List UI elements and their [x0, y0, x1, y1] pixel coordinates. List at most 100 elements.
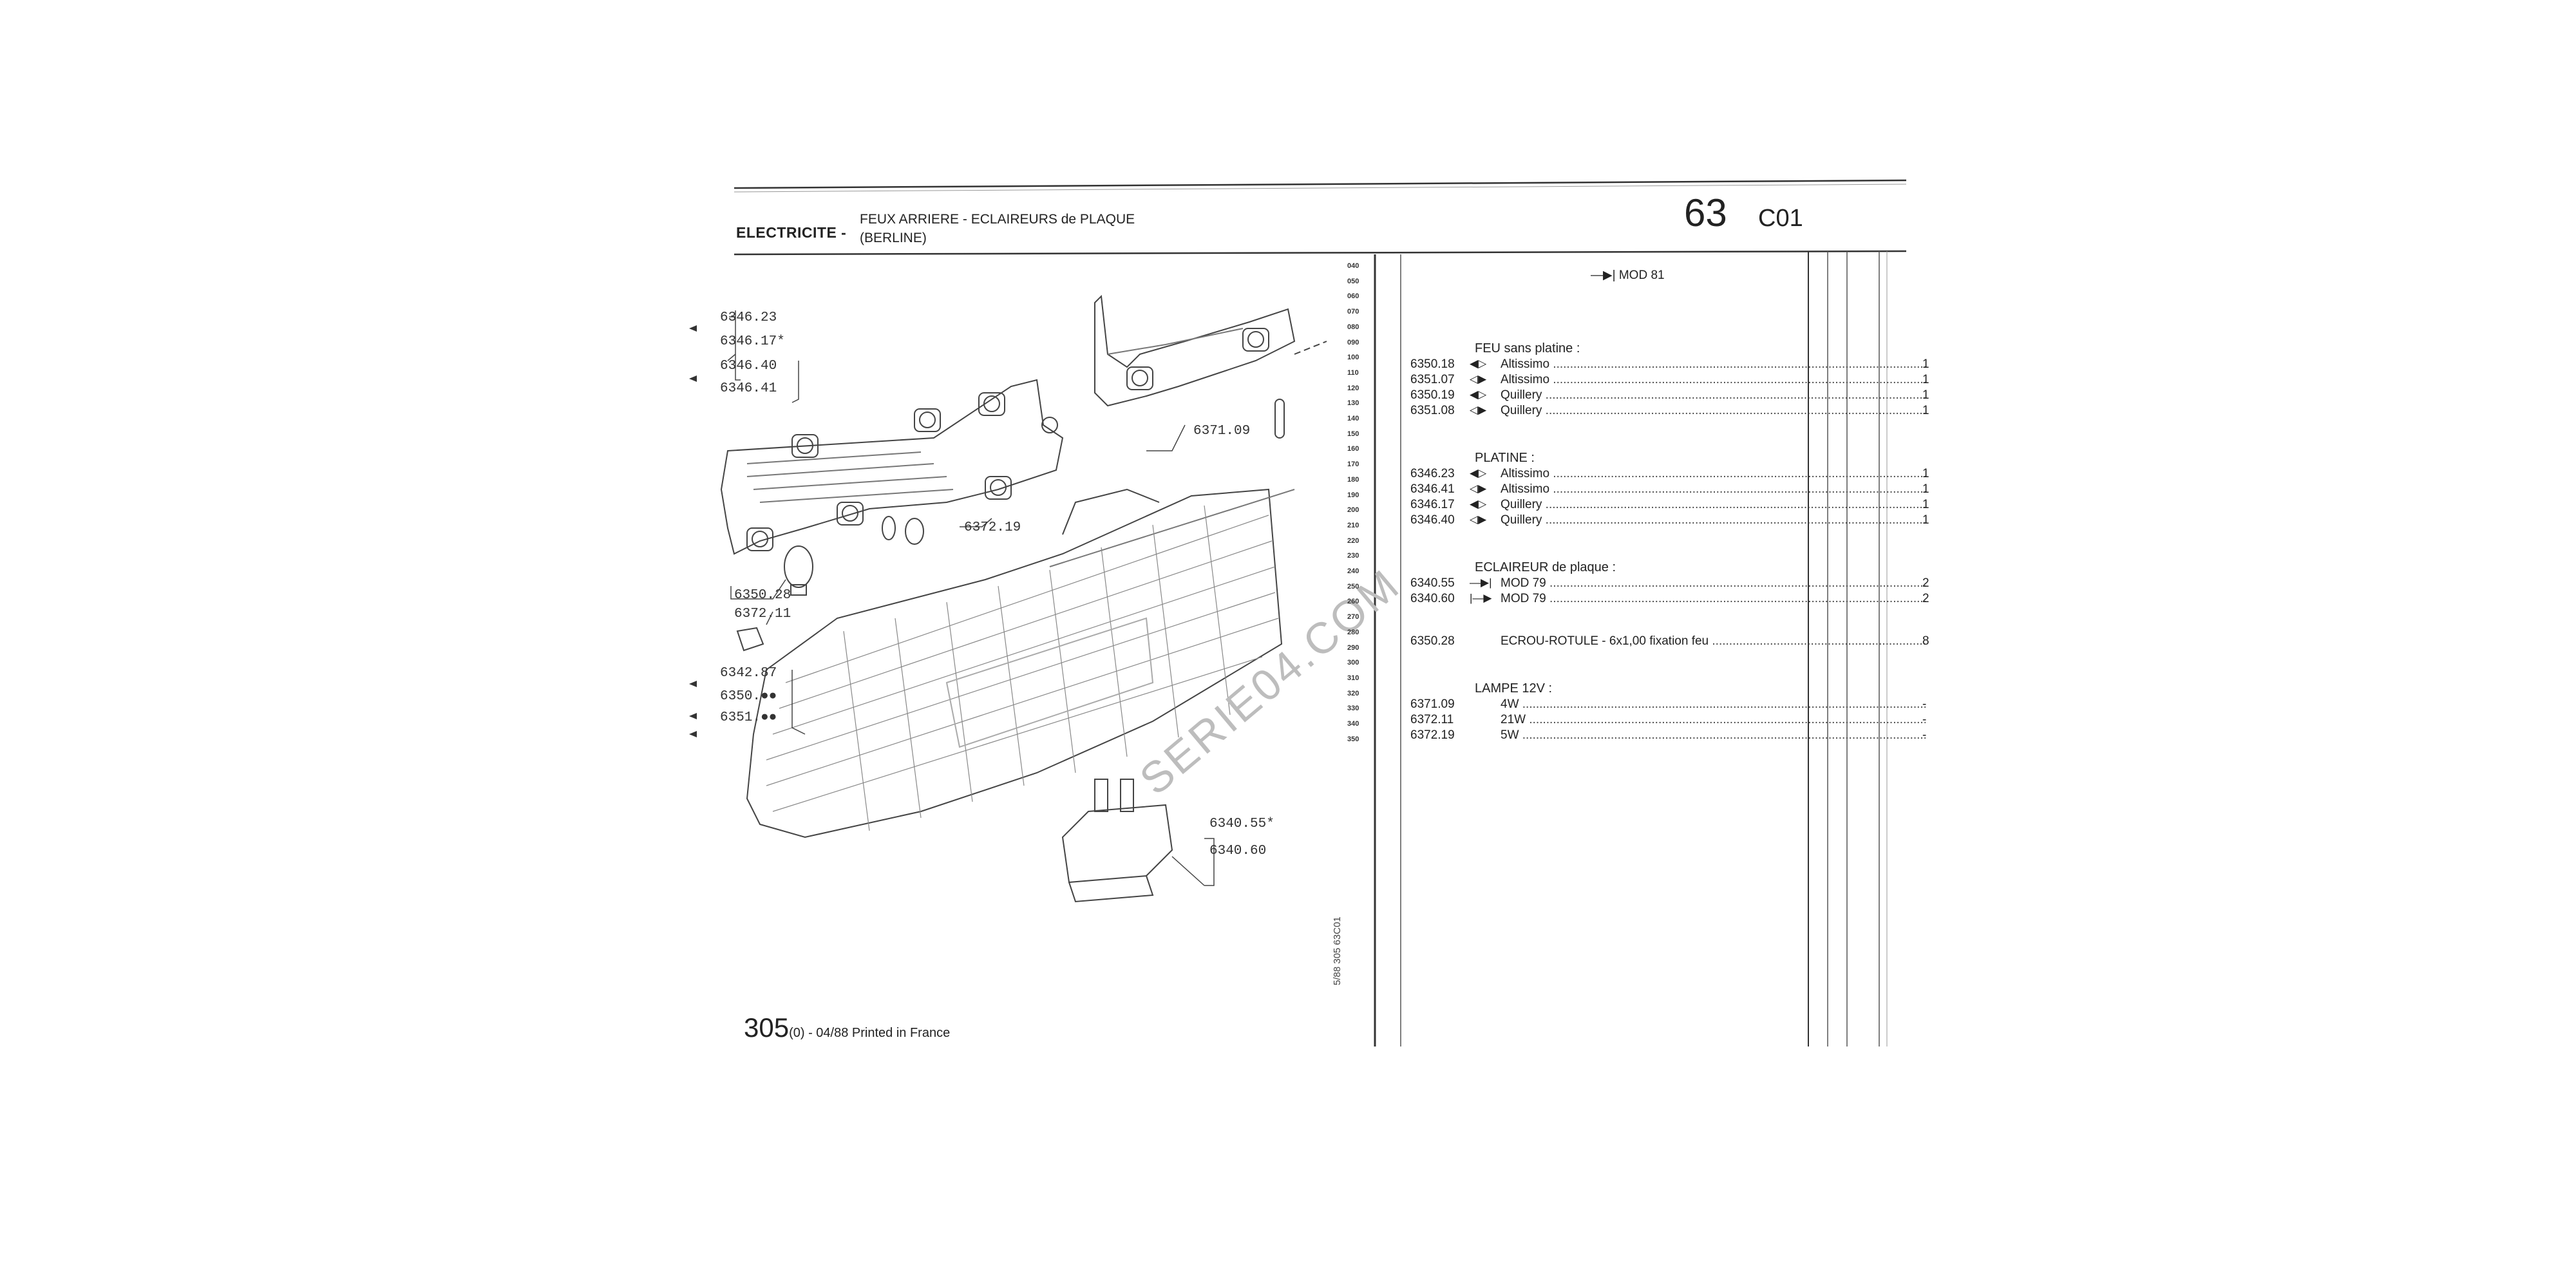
- row-ref: 6350.19: [1410, 388, 1455, 402]
- row-ref: 6350.18: [1410, 357, 1455, 371]
- row-ref: 6346.23: [1410, 467, 1455, 480]
- table-row: 6346.17◀▷Quillery1: [1410, 498, 1945, 513]
- row-qty: 1: [1922, 513, 1929, 527]
- row-ref: 6351.07: [1410, 373, 1455, 386]
- index-number: 080: [1347, 323, 1359, 331]
- diagram-label: 6351.●●: [720, 710, 777, 725]
- index-number: 250: [1347, 582, 1359, 591]
- table-row: 6372.19 5W-: [1410, 728, 1945, 744]
- row-ref: 6372.11: [1410, 713, 1454, 726]
- row-sym: ◀▷: [1470, 388, 1487, 401]
- row-ref: 6351.08: [1410, 404, 1455, 417]
- tail-lamp-housing: [746, 488, 1295, 838]
- secondary-plate: [1094, 294, 1296, 407]
- row-sym: ◁▶: [1470, 404, 1487, 416]
- row-qty: -: [1922, 697, 1927, 711]
- page-title: FEUX ARRIERE - ECLAIREURS de PLAQUE: [860, 212, 1135, 227]
- index-number: 040: [1347, 262, 1359, 270]
- row-desc: Quillery: [1501, 388, 1926, 402]
- row-ref: 6340.60: [1410, 592, 1455, 605]
- table-row: 6350.19◀▷Quillery1: [1410, 388, 1945, 404]
- row-desc: Quillery: [1501, 513, 1926, 527]
- index-number: 300: [1347, 659, 1359, 667]
- row-sym: |—▶: [1470, 592, 1492, 604]
- plate-sockets: [746, 392, 1012, 551]
- index-number: 160: [1347, 445, 1359, 453]
- row-ref: 6346.41: [1410, 482, 1455, 496]
- index-number: 210: [1347, 521, 1359, 529]
- sub-group-code: C01: [1758, 205, 1803, 232]
- row-desc: Altissimo: [1501, 467, 1926, 481]
- diagram-label: 6372.11: [734, 607, 791, 621]
- diagram-label: 6346.17*: [720, 334, 785, 349]
- diagram-label: 6340.55*: [1209, 817, 1274, 831]
- festoon-bulb: [1274, 399, 1285, 439]
- index-number: 200: [1347, 506, 1359, 515]
- row-ref: 6346.17: [1410, 498, 1455, 511]
- page-subtitle: (BERLINE): [860, 231, 927, 245]
- row-sym: ◁▶: [1470, 482, 1487, 495]
- row-sym: ◀▷: [1470, 357, 1487, 370]
- row-desc: 5W: [1501, 728, 1926, 743]
- row-qty: 8: [1922, 634, 1929, 648]
- index-number: 240: [1347, 567, 1359, 576]
- table-row: 6346.41◁▶Altissimo1: [1410, 482, 1945, 498]
- group-number: 63: [1684, 191, 1727, 234]
- table-row: 6346.40 ◁▶ Quillery1: [1410, 513, 1945, 529]
- model-number: 305: [744, 1012, 790, 1043]
- group-title: PLATINE :: [1475, 451, 1535, 465]
- index-number: 280: [1347, 628, 1359, 636]
- row-qty: 2: [1922, 576, 1929, 590]
- table-row: 6346.23◀▷Altissimo1: [1410, 467, 1945, 482]
- index-number: 350: [1347, 735, 1359, 743]
- index-number: 050: [1347, 277, 1359, 285]
- row-ref: 6346.40: [1410, 513, 1455, 527]
- index-number: 170: [1347, 460, 1359, 469]
- bulb-5w: [905, 518, 924, 545]
- arrow-icon: —▶|: [1591, 269, 1616, 282]
- index-number: 070: [1347, 308, 1359, 316]
- index-number: 060: [1347, 292, 1359, 301]
- diagram-label: 6346.40: [720, 359, 777, 374]
- index-number: 110: [1347, 368, 1359, 377]
- diagram-label: 6372.19: [964, 520, 1021, 535]
- index-number: 090: [1347, 338, 1359, 346]
- row-qty: -: [1922, 728, 1927, 742]
- index-number: 120: [1347, 384, 1359, 392]
- index-number: 260: [1347, 598, 1359, 606]
- page-footer: 305(0) - 04/88 Printed in France: [744, 1012, 950, 1043]
- section-name: ELECTRICITE -: [736, 224, 847, 241]
- index-number: 140: [1347, 415, 1359, 423]
- row-qty: 1: [1922, 404, 1929, 417]
- index-number: 220: [1347, 536, 1359, 545]
- index-number: 330: [1347, 705, 1359, 713]
- diagram-label: 6342.87: [720, 666, 777, 681]
- index-number: 180: [1347, 475, 1359, 484]
- table-row: 6340.60|—▶MOD 792: [1410, 592, 1945, 607]
- row-qty: 2: [1922, 592, 1929, 605]
- row-qty: 1: [1922, 467, 1929, 480]
- index-number: 150: [1347, 430, 1359, 438]
- row-desc: Quillery: [1501, 498, 1926, 512]
- index-number: 230: [1347, 552, 1359, 560]
- row-ref: 6372.19: [1410, 728, 1455, 742]
- exploded-view-diagram: [689, 294, 1327, 903]
- table-row: 6351.08◁▶Quillery1: [1410, 404, 1945, 419]
- row-ref: 6371.09: [1410, 697, 1455, 711]
- row-sym: ◀▷: [1470, 498, 1487, 510]
- row-ref: 6340.55: [1410, 576, 1455, 590]
- group-title: FEU sans platine :: [1475, 341, 1580, 355]
- row-qty: 1: [1922, 373, 1929, 386]
- diagram-label: 6371.09: [1193, 424, 1251, 439]
- diagram-label: 6346.23: [720, 310, 777, 325]
- row-sym: ◁▶: [1470, 513, 1487, 526]
- index-number: 340: [1347, 720, 1359, 728]
- row-qty: 1: [1922, 357, 1929, 371]
- lamp-holder-plate: [720, 379, 1064, 555]
- index-number: 320: [1347, 689, 1359, 697]
